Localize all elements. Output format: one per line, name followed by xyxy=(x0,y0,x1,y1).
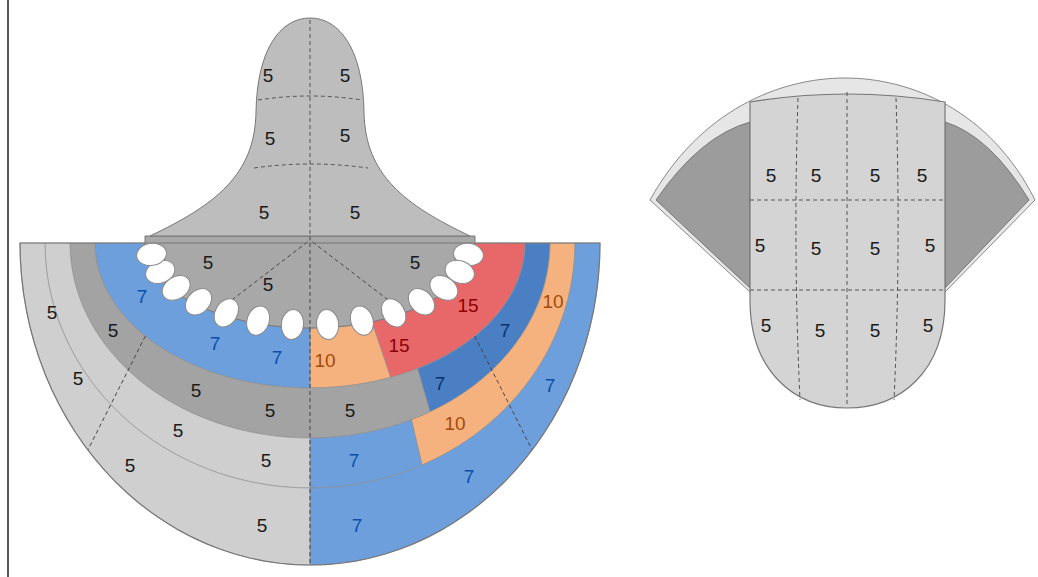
tooth xyxy=(376,294,410,331)
callout-number: 5 xyxy=(350,203,361,222)
callout-number: 5 xyxy=(263,66,274,85)
callout-number: 5 xyxy=(47,303,58,322)
callout-number: 5 xyxy=(191,381,202,400)
callout-number: 7 xyxy=(210,334,221,353)
callout-number: 5 xyxy=(870,239,881,258)
callout-number: 5 xyxy=(870,321,881,340)
callout-number: 5 xyxy=(755,236,766,255)
vestibule-regions xyxy=(20,236,600,565)
callout-number: 5 xyxy=(761,316,772,335)
callout-number: 5 xyxy=(917,166,928,185)
callout-number: 7 xyxy=(349,451,360,470)
callout-number: 5 xyxy=(811,239,822,258)
callout-number: 7 xyxy=(464,467,475,486)
tooth xyxy=(280,308,305,340)
callout-number: 7 xyxy=(545,376,556,395)
tooth xyxy=(315,308,340,340)
callout-number: 15 xyxy=(457,296,478,315)
callout-number: 10 xyxy=(542,292,563,311)
tooth xyxy=(347,303,378,339)
outline xyxy=(20,243,600,565)
callout-number: 5 xyxy=(261,451,272,470)
callout-number: 5 xyxy=(173,421,184,440)
callout-number: 5 xyxy=(811,166,822,185)
callout-number: 5 xyxy=(340,126,351,145)
tooth xyxy=(243,303,274,339)
callout-number: 5 xyxy=(257,516,268,535)
callout-number: 7 xyxy=(137,287,148,306)
callout-number: 7 xyxy=(435,374,446,393)
palate xyxy=(150,18,470,236)
callout-number: 10 xyxy=(314,351,335,370)
callout-number: 5 xyxy=(766,166,777,185)
callout-number: 5 xyxy=(923,316,934,335)
callout-number: 5 xyxy=(263,275,274,294)
callout-number: 7 xyxy=(500,321,511,340)
callout-number: 5 xyxy=(265,129,276,148)
divider-line xyxy=(475,336,532,450)
divider-line xyxy=(310,236,311,328)
frame-line xyxy=(7,0,9,577)
tongue xyxy=(650,78,1035,408)
callout-number: 5 xyxy=(815,321,826,340)
divider-line xyxy=(310,328,311,565)
callout-number: 5 xyxy=(925,236,936,255)
callout-number: 5 xyxy=(410,253,421,272)
callout-number: 5 xyxy=(125,456,136,475)
mucosa-region xyxy=(45,243,310,488)
callout-number: 5 xyxy=(73,369,84,388)
mucosa-region xyxy=(20,243,310,565)
divider-line xyxy=(88,336,145,450)
callout-number: 5 xyxy=(203,253,214,272)
tooth xyxy=(403,283,440,320)
inner-palate xyxy=(145,236,475,328)
callout-number: 7 xyxy=(352,516,363,535)
callout-number: 7 xyxy=(272,348,283,367)
callout-number: 15 xyxy=(388,336,409,355)
callout-number: 5 xyxy=(345,401,356,420)
tooth xyxy=(135,241,168,267)
callout-number: 5 xyxy=(265,401,276,420)
teeth xyxy=(135,241,485,340)
tooth xyxy=(209,294,243,331)
callout-number: 10 xyxy=(444,414,465,433)
callout-number: 5 xyxy=(259,203,270,222)
callout-number: 5 xyxy=(870,166,881,185)
callout-number: 5 xyxy=(340,66,351,85)
callout-number: 5 xyxy=(108,321,119,340)
